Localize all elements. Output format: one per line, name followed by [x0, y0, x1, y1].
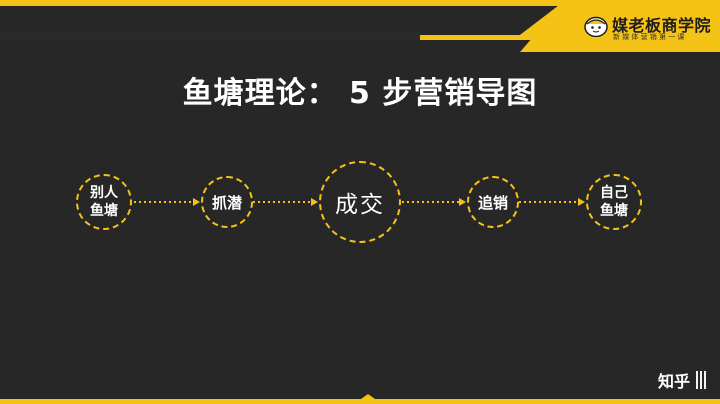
- flow-node-own-pond: 自己 鱼塘: [586, 174, 642, 230]
- flow-node-others-pond: 别人 鱼塘: [76, 174, 132, 230]
- flow-diagram: 别人 鱼塘 抓潜 成交 追销 自己 鱼塘: [0, 140, 720, 280]
- connector-3: [402, 198, 466, 206]
- zhihu-watermark-text: 知乎: [657, 372, 690, 391]
- zhihu-watermark: 知乎: [658, 368, 706, 392]
- brand-logo-icon: [584, 16, 608, 37]
- connector-4: [519, 198, 585, 206]
- flow-node-capture: 抓潜: [201, 176, 253, 228]
- flow-connectors: [134, 198, 585, 206]
- flow-node-follow-sale: 追销: [467, 176, 519, 228]
- node-line: 鱼塘: [90, 203, 118, 219]
- barcode-icon: [696, 371, 706, 389]
- node-line: 抓潜: [211, 193, 242, 212]
- node-line: 自己: [600, 185, 628, 201]
- connector-1: [134, 198, 200, 206]
- brand-name: 媒老板商学院: [612, 16, 712, 35]
- brand-slogan: 新媒体营销第一课: [613, 33, 687, 41]
- node-line: 追销: [477, 193, 508, 212]
- connector-2: [253, 198, 318, 206]
- node-line: 别人: [90, 185, 118, 201]
- slide-title: 鱼塘理论： 5 步营销导图: [182, 76, 538, 111]
- node-line: 鱼塘: [600, 203, 628, 219]
- flow-node-deal: 成交: [319, 161, 401, 243]
- node-line: 成交: [335, 192, 385, 218]
- bottom-notch-icon: [354, 394, 382, 404]
- brand-block: 媒老板商学院 新媒体营销第一课: [584, 9, 716, 43]
